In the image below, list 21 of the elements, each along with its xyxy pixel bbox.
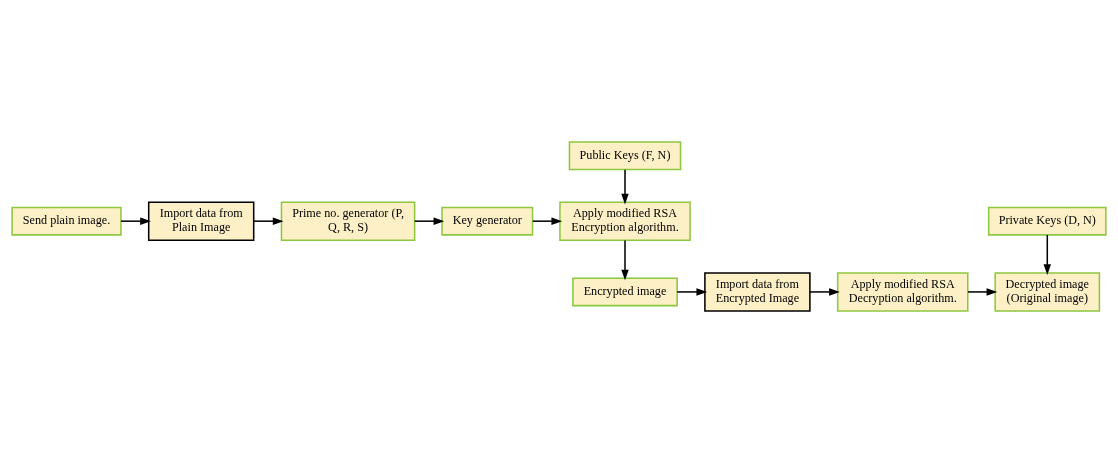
node-box: Import data from Plain Image (147, 201, 255, 241)
node-box: Import data from Encrypted Image (704, 272, 811, 312)
arrow (1043, 234, 1052, 276)
arrow (413, 217, 445, 225)
node-box: Send plain image. (11, 206, 122, 236)
arrow (676, 288, 708, 296)
node-box: Decrypted image (Original image) (994, 272, 1101, 312)
arrow (621, 169, 629, 205)
arrow (809, 288, 840, 296)
node-box: Apply modified RSA Encryption algorithm. (559, 201, 691, 241)
node-box: Private Keys (D, N) (987, 206, 1107, 236)
arrow (120, 217, 151, 225)
node-box: Apply modified RSA Decryption algorithm. (836, 272, 969, 312)
arrow (967, 288, 998, 296)
node-box: Prime no. generator (P, Q, R, S) (280, 201, 416, 241)
arrow (532, 217, 563, 225)
arrow (253, 217, 284, 225)
node-box: Encrypted image (572, 277, 678, 307)
node-box: Key generator (441, 206, 534, 236)
arrow (621, 239, 629, 281)
node-box: Public Keys (F, N) (568, 141, 682, 171)
